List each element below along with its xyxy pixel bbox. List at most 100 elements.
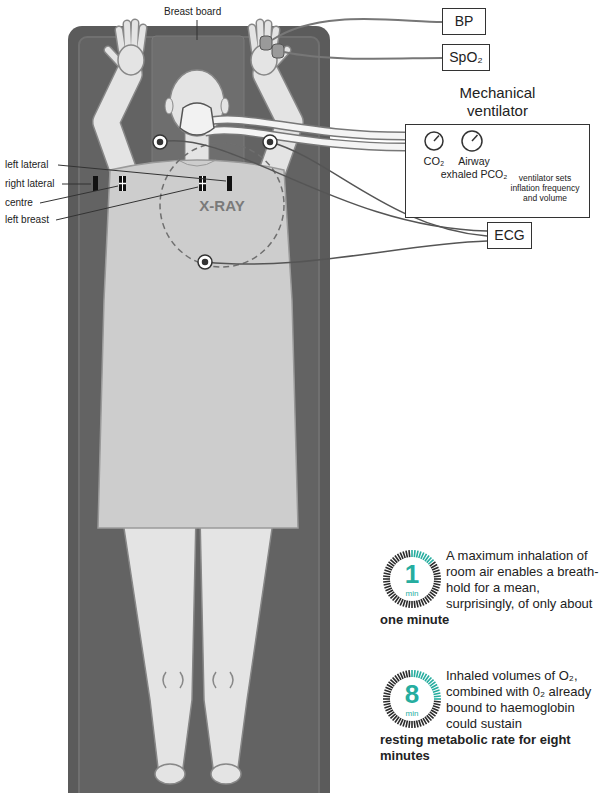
timer-tick — [411, 721, 413, 728]
timer-tick — [383, 575, 390, 577]
ear — [165, 98, 173, 114]
device-label: CO₂ — [414, 155, 454, 168]
timer-tick — [384, 586, 391, 588]
monitor-box: BP — [442, 8, 486, 35]
timer-tick — [400, 553, 403, 559]
legs-part — [122, 515, 196, 768]
timer-tick — [403, 720, 405, 727]
timer-tick — [417, 551, 418, 558]
timer-tick — [406, 601, 407, 608]
legs-part — [200, 515, 274, 768]
timer-tick — [434, 693, 441, 694]
timer-tick — [434, 580, 441, 582]
timer-tick — [417, 671, 418, 678]
timer-tick — [419, 671, 421, 678]
knees-part — [163, 672, 166, 688]
timer-tick — [384, 706, 391, 708]
timer-tick — [411, 601, 413, 608]
leader-lines — [40, 165, 226, 220]
timer-tick — [419, 551, 421, 558]
x-ray-field — [160, 143, 284, 267]
timer-tick — [411, 550, 413, 557]
timer-tick — [413, 721, 415, 728]
timer-tick — [417, 601, 418, 608]
timer-tick — [411, 670, 413, 677]
table-inner — [79, 37, 319, 793]
timer-tick — [433, 690, 440, 692]
position-markers-part — [227, 176, 232, 191]
note-paragraph: A maximum inhalation of room air enables… — [380, 548, 602, 628]
timer-tick — [413, 550, 415, 557]
timer-tick — [434, 578, 441, 580]
box-label: SpO₂ — [449, 49, 483, 66]
gauge-dial-part — [462, 131, 482, 151]
timer-tick — [383, 578, 390, 580]
timer-tick — [408, 721, 410, 728]
monitor-box: SpO₂ — [442, 44, 490, 71]
device-label: ventilator sets inflation frequency and … — [504, 173, 586, 204]
timer-tick — [384, 690, 391, 692]
finger-clip — [260, 36, 272, 50]
box-label: BP — [449, 13, 479, 30]
position-markers-part — [119, 176, 126, 191]
electrodes-part — [153, 135, 167, 149]
timer-unit: min — [382, 590, 442, 598]
electrodes-part — [158, 140, 163, 145]
timer-tick — [384, 584, 391, 585]
timer-tick — [384, 693, 391, 694]
timer-dial: 8min — [382, 669, 442, 729]
sensor-cables-part — [284, 52, 442, 59]
timer-tick — [421, 719, 424, 725]
electrodes-part — [268, 140, 273, 145]
electrodes — [153, 135, 277, 269]
leader-lines-part — [62, 184, 91, 185]
electrodes-part — [203, 260, 208, 265]
box-label: ECG — [494, 227, 525, 244]
timer-tick — [432, 567, 438, 570]
note-text: Inhaled volumes of O₂, combined with 0₂ … — [446, 668, 591, 731]
timer-tick — [434, 695, 441, 697]
timer-tick — [383, 700, 390, 702]
timer-dial: 1min — [382, 549, 442, 609]
timer-tick — [403, 600, 405, 607]
ear — [221, 98, 229, 114]
timer-tick — [421, 599, 424, 605]
gauge-dial-part — [425, 132, 443, 150]
sensor-cables-part — [272, 19, 442, 40]
timer-tick — [408, 550, 410, 557]
timer-tick — [434, 575, 441, 577]
timer-tick — [433, 570, 440, 572]
watermark: X-RAY — [190, 197, 254, 214]
timer-tick — [434, 698, 441, 700]
timer-tick — [403, 551, 405, 558]
ventilator-tubes — [205, 120, 405, 147]
timer-tick — [433, 586, 440, 588]
marker-label: right lateral — [5, 178, 54, 190]
face-mask — [180, 103, 214, 135]
marker-label: left lateral — [5, 159, 48, 171]
legs-part — [155, 764, 185, 784]
timer-tick — [384, 570, 391, 572]
note-paragraph: Inhaled volumes of O₂, combined with 0₂ … — [380, 668, 602, 764]
timer-tick — [434, 700, 441, 702]
timer-tick — [408, 601, 410, 608]
note-highlight: one minute — [380, 612, 602, 628]
icon-space — [380, 548, 446, 610]
hand — [108, 23, 144, 75]
timer-tick — [408, 670, 410, 677]
ventilator-tubes-part — [205, 130, 405, 147]
device-title: Mechanical ventilator — [440, 84, 555, 120]
timer-tick — [413, 601, 415, 608]
timer-tick — [403, 671, 405, 678]
timer-tick — [406, 721, 407, 728]
timer-tick — [383, 698, 390, 700]
timer-tick — [413, 670, 415, 677]
timer-tick — [383, 695, 390, 697]
timer-tick — [406, 671, 407, 678]
part-label: Breast board — [164, 6, 221, 18]
timer-tick — [384, 704, 391, 705]
sensor-cables — [272, 19, 442, 59]
timer-tick — [417, 721, 418, 728]
timer-tick — [386, 588, 392, 591]
